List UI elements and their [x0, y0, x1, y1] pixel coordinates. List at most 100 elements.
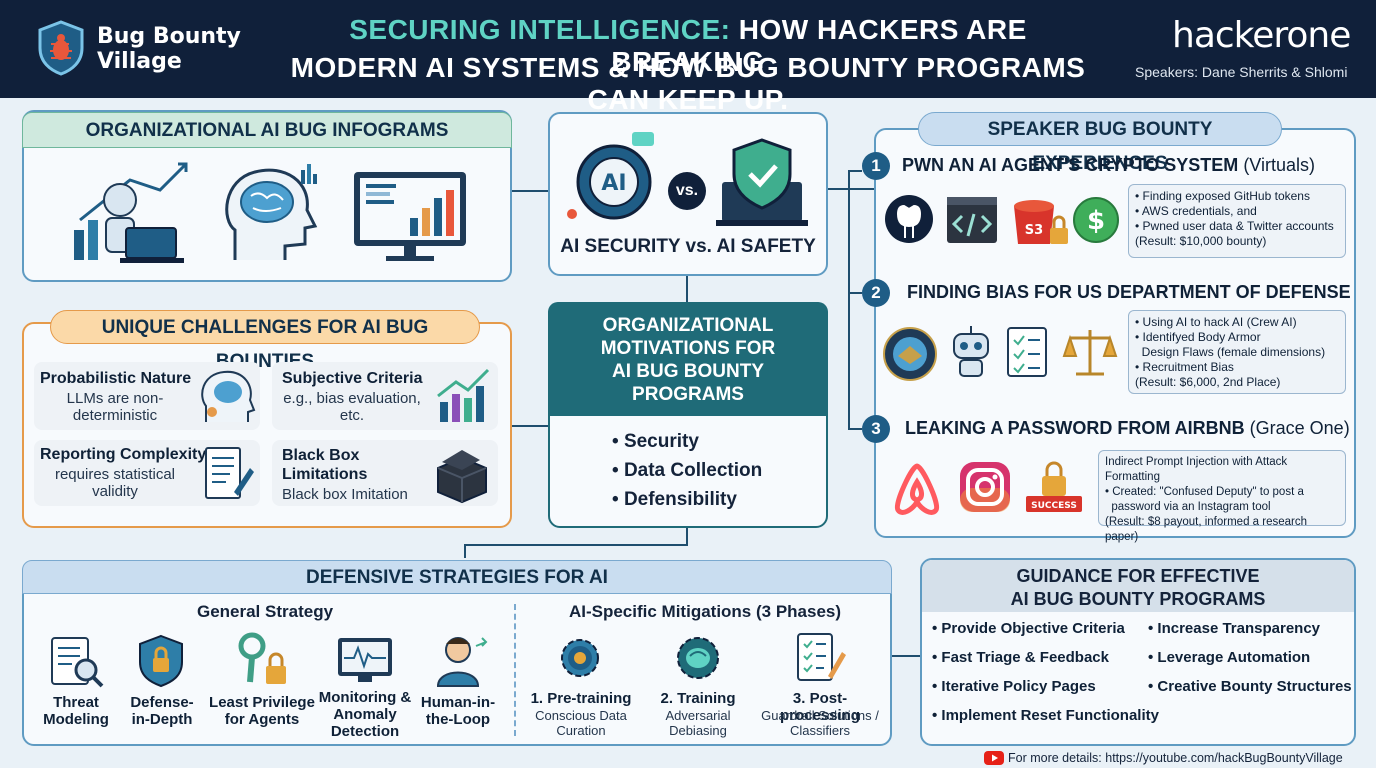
challenge-card: Subjective Criteria e.g., bias evaluatio… [272, 362, 498, 430]
github-icon [885, 195, 933, 243]
airbnb-icon [894, 463, 940, 515]
guidance-item: • Provide Objective Criteria [932, 620, 1125, 637]
guidance-item: • Increase Transparency [1148, 620, 1321, 637]
infograms-title: ORGANIZATIONAL AI BUG INFOGRAMS [22, 112, 512, 148]
challenge-card: Reporting Complexity requires statistica… [34, 440, 260, 506]
ai-gear-label: AI [601, 171, 626, 196]
experiences-title: SPEAKER BUG BOUNTY EXPERIENCES [918, 112, 1282, 174]
phase-title: 1. Pre-training [530, 690, 632, 707]
phase-sub: Guardrail Solutions /Classifiers [761, 708, 879, 738]
phase-title: 3. Post-processing [779, 690, 861, 724]
shield-lock-icon [139, 634, 183, 688]
footer-link[interactable]: For more details: https://youtube.com/ha… [1008, 751, 1343, 765]
monitoring-icon [338, 638, 392, 682]
connector-line [848, 170, 862, 172]
title-rest: HOW HACKERS ARE BREAKING [611, 14, 1027, 77]
guidance-title: GUIDANCE FOR EFFECTIVE AI BUG BOUNTY PRO… [922, 560, 1354, 612]
dod-seal-icon [883, 327, 937, 381]
code-window-icon [947, 197, 997, 243]
experience-title: FINDING BIAS FOR US DEPARTMENT OF DEFENS… [907, 282, 1351, 302]
motivation-item: • Security [612, 431, 699, 452]
connector-line [848, 292, 862, 294]
black-box-icon [437, 450, 487, 504]
guidance-item: • Implement Reset Functionality [932, 707, 1159, 724]
guidance-item: • Leverage Automation [1148, 649, 1311, 666]
connector-line [848, 170, 850, 430]
youtube-icon [984, 751, 1004, 765]
shield-bug-icon [38, 20, 84, 76]
key-lock-icon [238, 632, 286, 684]
success-label: SUCCESS [1031, 501, 1077, 511]
defense-title: DEFENSIVE STRATEGIES FOR AI [22, 560, 892, 594]
checklist-pencil-icon [797, 633, 846, 681]
experience-notes: Indirect Prompt Injection with Attack Fo… [1098, 450, 1346, 543]
connector-line [512, 425, 548, 427]
document-pencil-icon [205, 447, 254, 499]
hackerone-logo: hackerone [1172, 15, 1351, 56]
guidance-right-list: • Increase Transparency • Leverage Autom… [1148, 614, 1352, 701]
connector-line [512, 190, 548, 192]
challenge-sub: Black box Imitation [282, 486, 408, 503]
checklist-icon [1007, 327, 1047, 377]
motivations-title-2: MOTIVATIONS FOR [600, 338, 776, 359]
guidance-left-list: • Provide Objective Criteria • Fast Tria… [932, 614, 1159, 730]
vs-badge: vs. [668, 172, 706, 210]
motivations-title-3: AI BUG BOUNTY [612, 361, 764, 382]
motivations-list: • Security • Data Collection • Defensibi… [612, 427, 762, 514]
connector-line [464, 544, 688, 546]
guidance-item: • Creative Bounty Structures [1148, 678, 1352, 695]
logo-line-2: Village [97, 49, 182, 74]
connector-line [464, 544, 466, 558]
header-bar [0, 0, 1376, 98]
experience-notes: • Using AI to hack AI (Crew AI)• Identif… [1128, 310, 1346, 394]
human-icon [436, 637, 488, 687]
gear-icon [561, 639, 599, 677]
guidance-item: • Fast Triage & Feedback [932, 649, 1109, 666]
experience-title: LEAKING A PASSWORD FROM AIRBNB (Grace On… [905, 418, 1350, 438]
instagram-icon [960, 462, 1010, 512]
defense-divider [514, 604, 516, 736]
motivation-item: • Defensibility [612, 489, 737, 510]
brain-head-icon [225, 164, 318, 260]
guidance-item: • Iterative Policy Pages [932, 678, 1096, 695]
challenge-card: Probabilistic Nature LLMs are non-determ… [34, 362, 260, 430]
motivations-title: ORGANIZATIONAL MOTIVATIONS FOR AI BUG BO… [548, 302, 828, 416]
experience-number: 3 [862, 415, 890, 443]
threat-modeling-icon [51, 637, 104, 688]
experience-notes: • Finding exposed GitHub tokens• AWS cre… [1128, 184, 1346, 258]
title-highlight: SECURING INTELLIGENCE: [349, 14, 731, 45]
dollar-label: $ [1087, 206, 1105, 236]
motivations-title-4: PROGRAMS [632, 384, 744, 405]
general-item-label: Human-in-the-Loop [420, 694, 496, 728]
motivation-item: • Data Collection [612, 460, 763, 481]
brain-gears-icon [201, 370, 256, 422]
connector-line [848, 428, 862, 430]
ai-mitigations-title: AI-Specific Mitigations (3 Phases) [568, 602, 842, 621]
connector-line [686, 528, 688, 544]
challenge-sub: LLMs are non-deterministic [66, 390, 164, 424]
scales-icon [1062, 330, 1118, 376]
s3-label: S3 [1025, 223, 1043, 238]
brain-gear-icon [677, 637, 719, 679]
challenges-title: UNIQUE CHALLENGES FOR AI BUG BOUNTIES [50, 310, 480, 372]
bar-chart-icon [437, 368, 490, 422]
challenge-title: Subjective Criteria [282, 370, 423, 387]
phase-title: 2. Training [660, 690, 736, 707]
main-title-line-1: SECURING INTELLIGENCE: HOW HACKERS ARE B… [288, 14, 1088, 78]
robot-icon [953, 326, 989, 377]
guidance-title-2: AI BUG BOUNTY PROGRAMS [1010, 589, 1266, 609]
experience-title: PWN AN AI AGENT'S CRYPTO SYSTEM (Virtual… [902, 155, 1315, 175]
connector-line [892, 655, 920, 657]
robot-laptop-icon [74, 162, 188, 263]
experience-number: 1 [862, 152, 890, 180]
challenge-sub: e.g., bias evaluation,etc. [283, 390, 421, 424]
guidance-title-1: GUIDANCE FOR EFFECTIVE [1016, 566, 1260, 586]
speakers: Speakers: Dane Sherrits & Shlomi [1135, 64, 1348, 80]
challenge-title: Probabilistic Nature [40, 370, 192, 387]
ai-gear-icon: AI [567, 132, 654, 220]
ai-security-vs-safety-label: AI SECURITY vs. AI SAFETY [560, 236, 816, 257]
